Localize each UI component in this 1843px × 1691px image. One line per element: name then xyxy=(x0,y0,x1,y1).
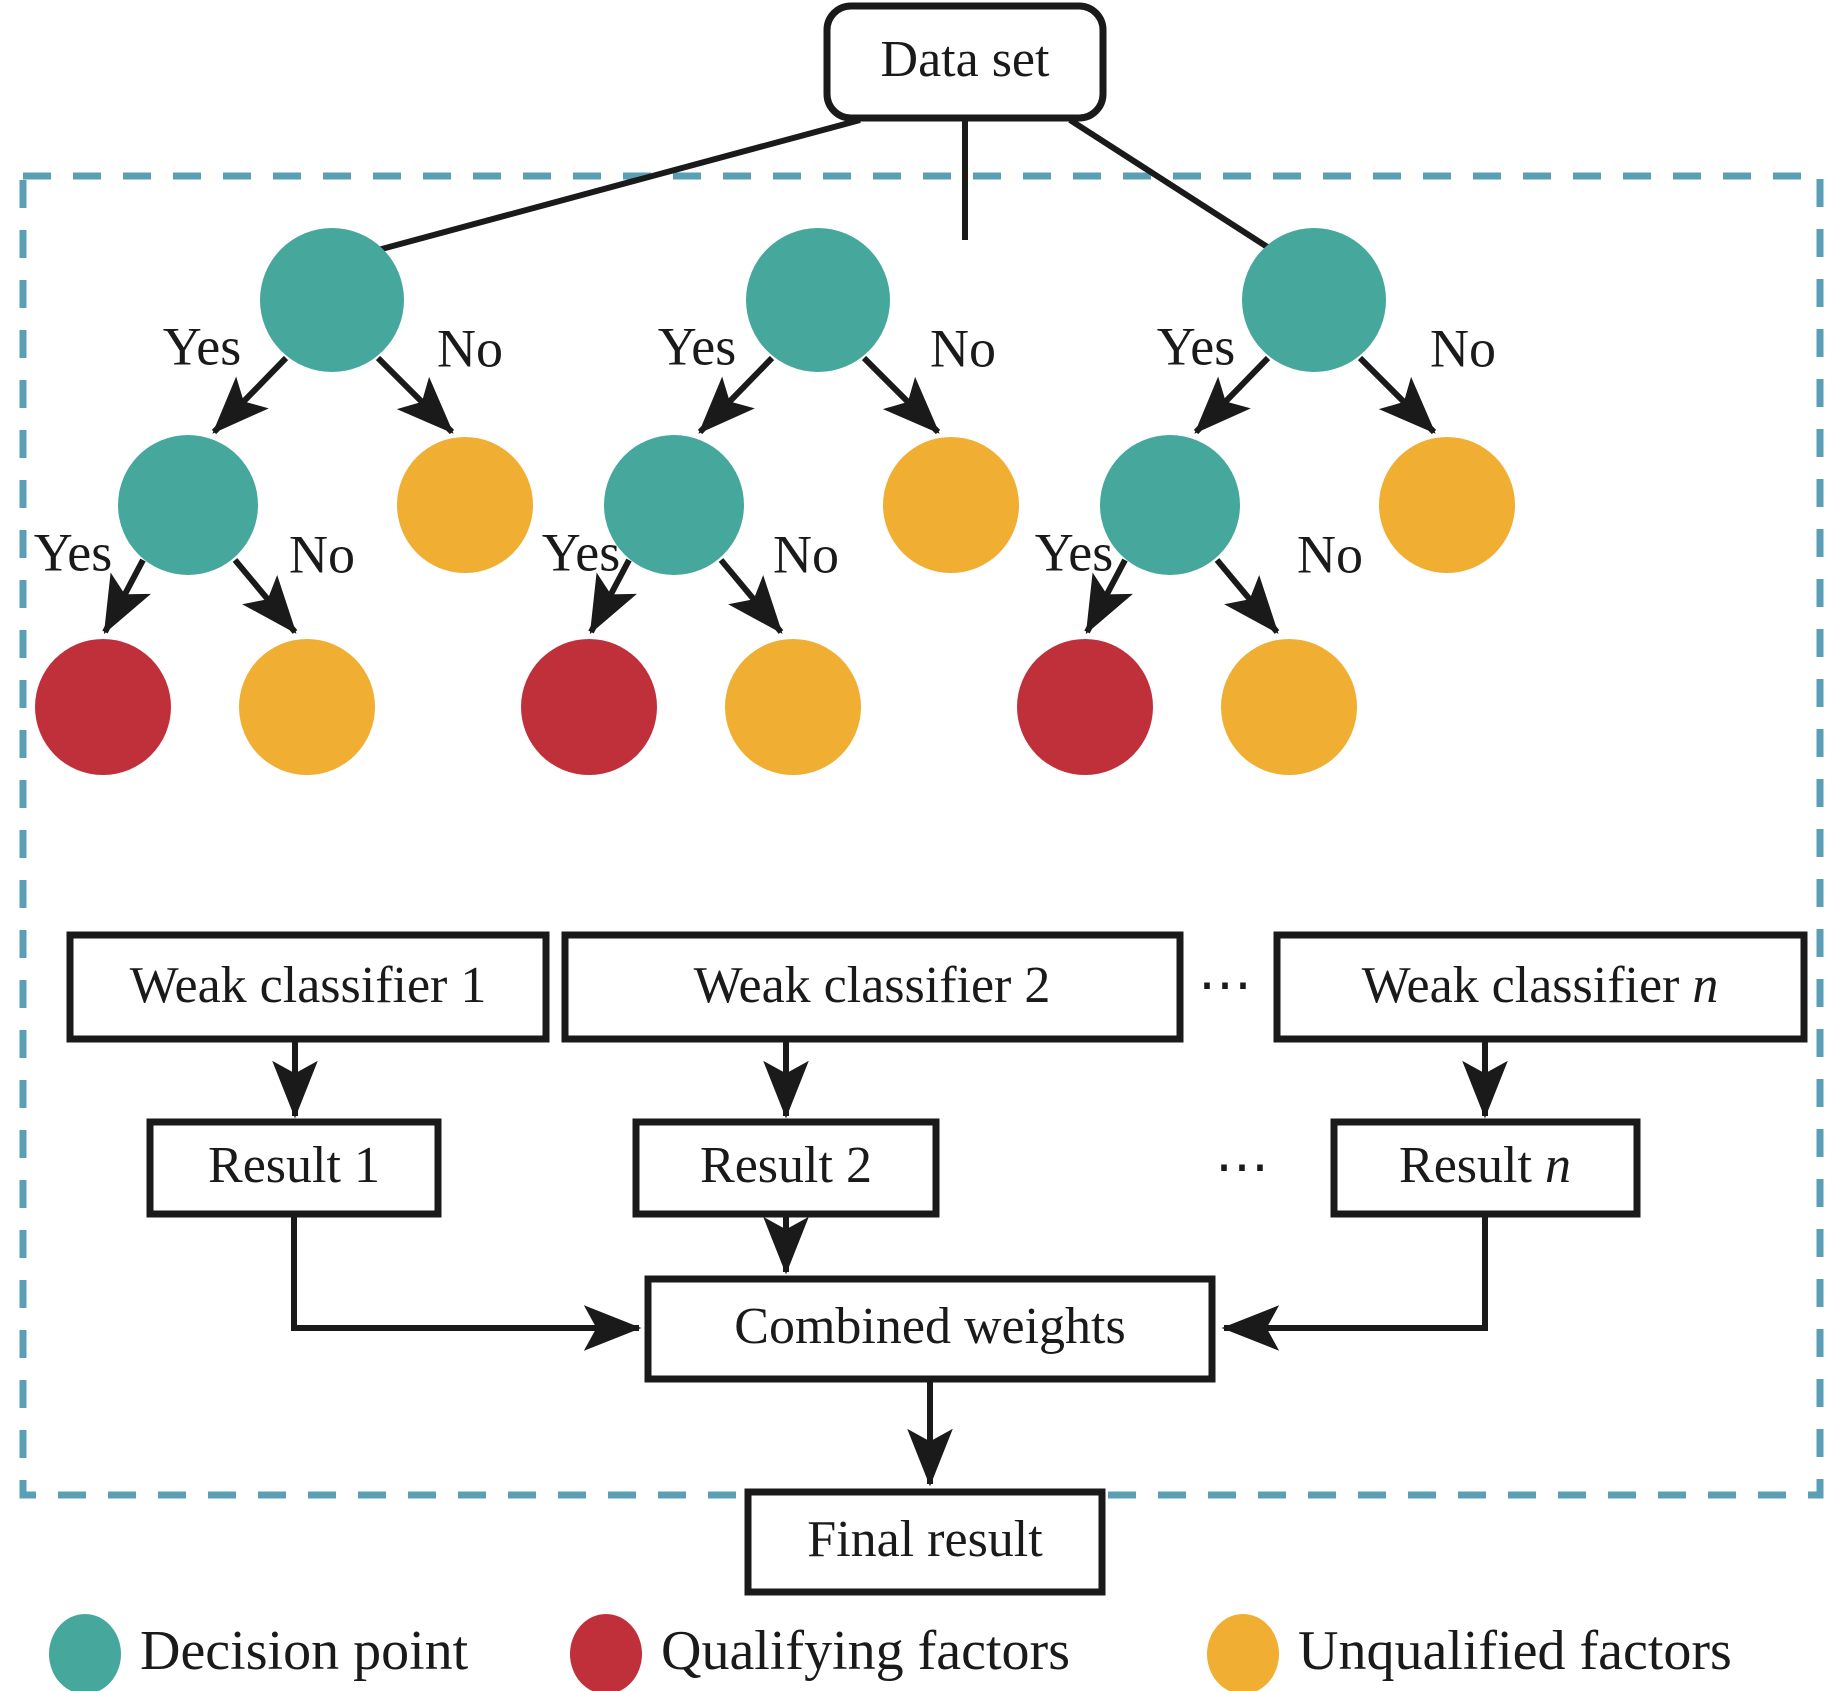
dataset-to-roots-edges xyxy=(377,117,1274,253)
t3-node-root-decision[interactable] xyxy=(1242,228,1386,372)
final-result-label: Final result xyxy=(807,1511,1043,1568)
t1-weak-classifier-label: Weak classifier 1 xyxy=(130,957,487,1014)
node-data-set[interactable]: Data set xyxy=(823,2,1107,122)
t3-label-root-no: No xyxy=(1430,318,1496,378)
t3-result-box[interactable] xyxy=(1330,1118,1641,1218)
edge-t2-child-yes xyxy=(588,558,637,635)
t2-label-root-yes: Yes xyxy=(658,316,737,376)
edge-t1-root-no xyxy=(375,355,455,435)
legend-swatch-unqualified-icon xyxy=(1207,1614,1279,1691)
t3-weak-classifier-label: Weak classifier n xyxy=(1362,957,1719,1014)
data-set-box xyxy=(823,2,1107,122)
edge-t3-root-yes xyxy=(1193,355,1271,435)
t1-label-root-yes: Yes xyxy=(163,316,242,376)
combined-weights-label: Combined weights xyxy=(734,1298,1125,1355)
t2-node-child-unqualified[interactable] xyxy=(883,437,1019,573)
legend-item-qualifying-factors[interactable]: Qualifying factors xyxy=(570,1614,1070,1691)
t2-weak-classifier-label: Weak classifier 2 xyxy=(694,957,1051,1014)
t2-label-child-no: No xyxy=(773,524,839,584)
data-set-label: Data set xyxy=(881,31,1050,88)
t3-label-child-no: No xyxy=(1297,524,1363,584)
t1-label-root-no: No xyxy=(437,318,503,378)
t1-label-child-no: No xyxy=(289,524,355,584)
t2-label-root-no: No xyxy=(930,318,996,378)
classifier-ellipsis: ⋯ xyxy=(1198,954,1258,1014)
t3-node-leaf-unqualified[interactable] xyxy=(1221,639,1357,775)
edge-t1-child-no xyxy=(232,558,298,634)
subtree-2: Yes No Yes No Weak classifier 2 Result 2 xyxy=(521,228,1184,1275)
legend-item-decision-point[interactable]: Decision point xyxy=(49,1614,469,1691)
edge-dataset-root1 xyxy=(377,117,861,253)
t2-node-leaf-qualifying[interactable] xyxy=(521,639,657,775)
edge-t3-child-yes xyxy=(1084,558,1133,635)
combined-weights-box xyxy=(644,1275,1216,1383)
t2-result-label: Result 2 xyxy=(700,1137,872,1194)
legend-item-unqualified-factors[interactable]: Unqualified factors xyxy=(1207,1614,1732,1691)
edge-t3-result-to-combined xyxy=(1221,1214,1488,1351)
t1-node-child-decision[interactable] xyxy=(118,435,258,575)
legend: Decision point Qualifying factors Unqual… xyxy=(49,1614,1732,1691)
legend-label-unqualified: Unqualified factors xyxy=(1298,1620,1732,1682)
t1-node-child-unqualified[interactable] xyxy=(397,437,533,573)
t3-weak-classifier-box[interactable] xyxy=(1273,931,1808,1043)
edge-t1-root-yes xyxy=(211,355,289,435)
t3-result-label: Result n xyxy=(1399,1137,1571,1194)
edge-t1-child-yes xyxy=(102,558,151,635)
t2-label-child-yes: Yes xyxy=(542,522,621,582)
t1-result-box[interactable] xyxy=(146,1118,442,1218)
legend-swatch-decision-icon xyxy=(49,1614,121,1691)
t2-node-root-decision[interactable] xyxy=(746,228,890,372)
edge-t2-root-no xyxy=(861,355,941,435)
result-ellipsis: ⋯ xyxy=(1215,1136,1275,1196)
edge-t2-root-yes xyxy=(697,355,775,435)
t2-weak-classifier-box[interactable] xyxy=(561,931,1184,1043)
t3-node-child-unqualified[interactable] xyxy=(1379,437,1515,573)
edge-t2-child-no xyxy=(718,558,784,634)
edge-t1-result-to-combined xyxy=(291,1214,642,1351)
edge-dataset-root3 xyxy=(1068,117,1274,253)
t2-node-leaf-unqualified[interactable] xyxy=(725,639,861,775)
edge-t3-root-no xyxy=(1357,355,1437,435)
legend-swatch-qualifying-icon xyxy=(570,1614,642,1691)
subtree-3: Yes No Yes No Weak classifier n Result n xyxy=(1017,228,1808,1351)
t2-node-child-decision[interactable] xyxy=(604,435,744,575)
legend-label-qualifying: Qualifying factors xyxy=(661,1620,1070,1682)
t1-node-leaf-unqualified[interactable] xyxy=(239,639,375,775)
t1-label-child-yes: Yes xyxy=(34,522,113,582)
t1-result-label: Result 1 xyxy=(208,1137,380,1194)
t1-node-root-decision[interactable] xyxy=(260,228,404,372)
t1-weak-classifier-box[interactable] xyxy=(66,931,550,1043)
t3-label-child-yes: Yes xyxy=(1035,522,1114,582)
t3-node-leaf-qualifying[interactable] xyxy=(1017,639,1153,775)
subtree-1: Yes No Yes No Weak classifier 1 Result 1 xyxy=(34,228,642,1351)
edge-t3-child-no xyxy=(1214,558,1280,634)
t3-label-root-yes: Yes xyxy=(1157,316,1236,376)
legend-label-decision: Decision point xyxy=(140,1620,469,1682)
t3-node-child-decision[interactable] xyxy=(1100,435,1240,575)
node-final-result[interactable]: Final result xyxy=(744,1488,1106,1596)
t1-node-leaf-qualifying[interactable] xyxy=(35,639,171,775)
final-result-box xyxy=(744,1488,1106,1596)
node-combined-weights[interactable]: Combined weights xyxy=(644,1275,1216,1383)
